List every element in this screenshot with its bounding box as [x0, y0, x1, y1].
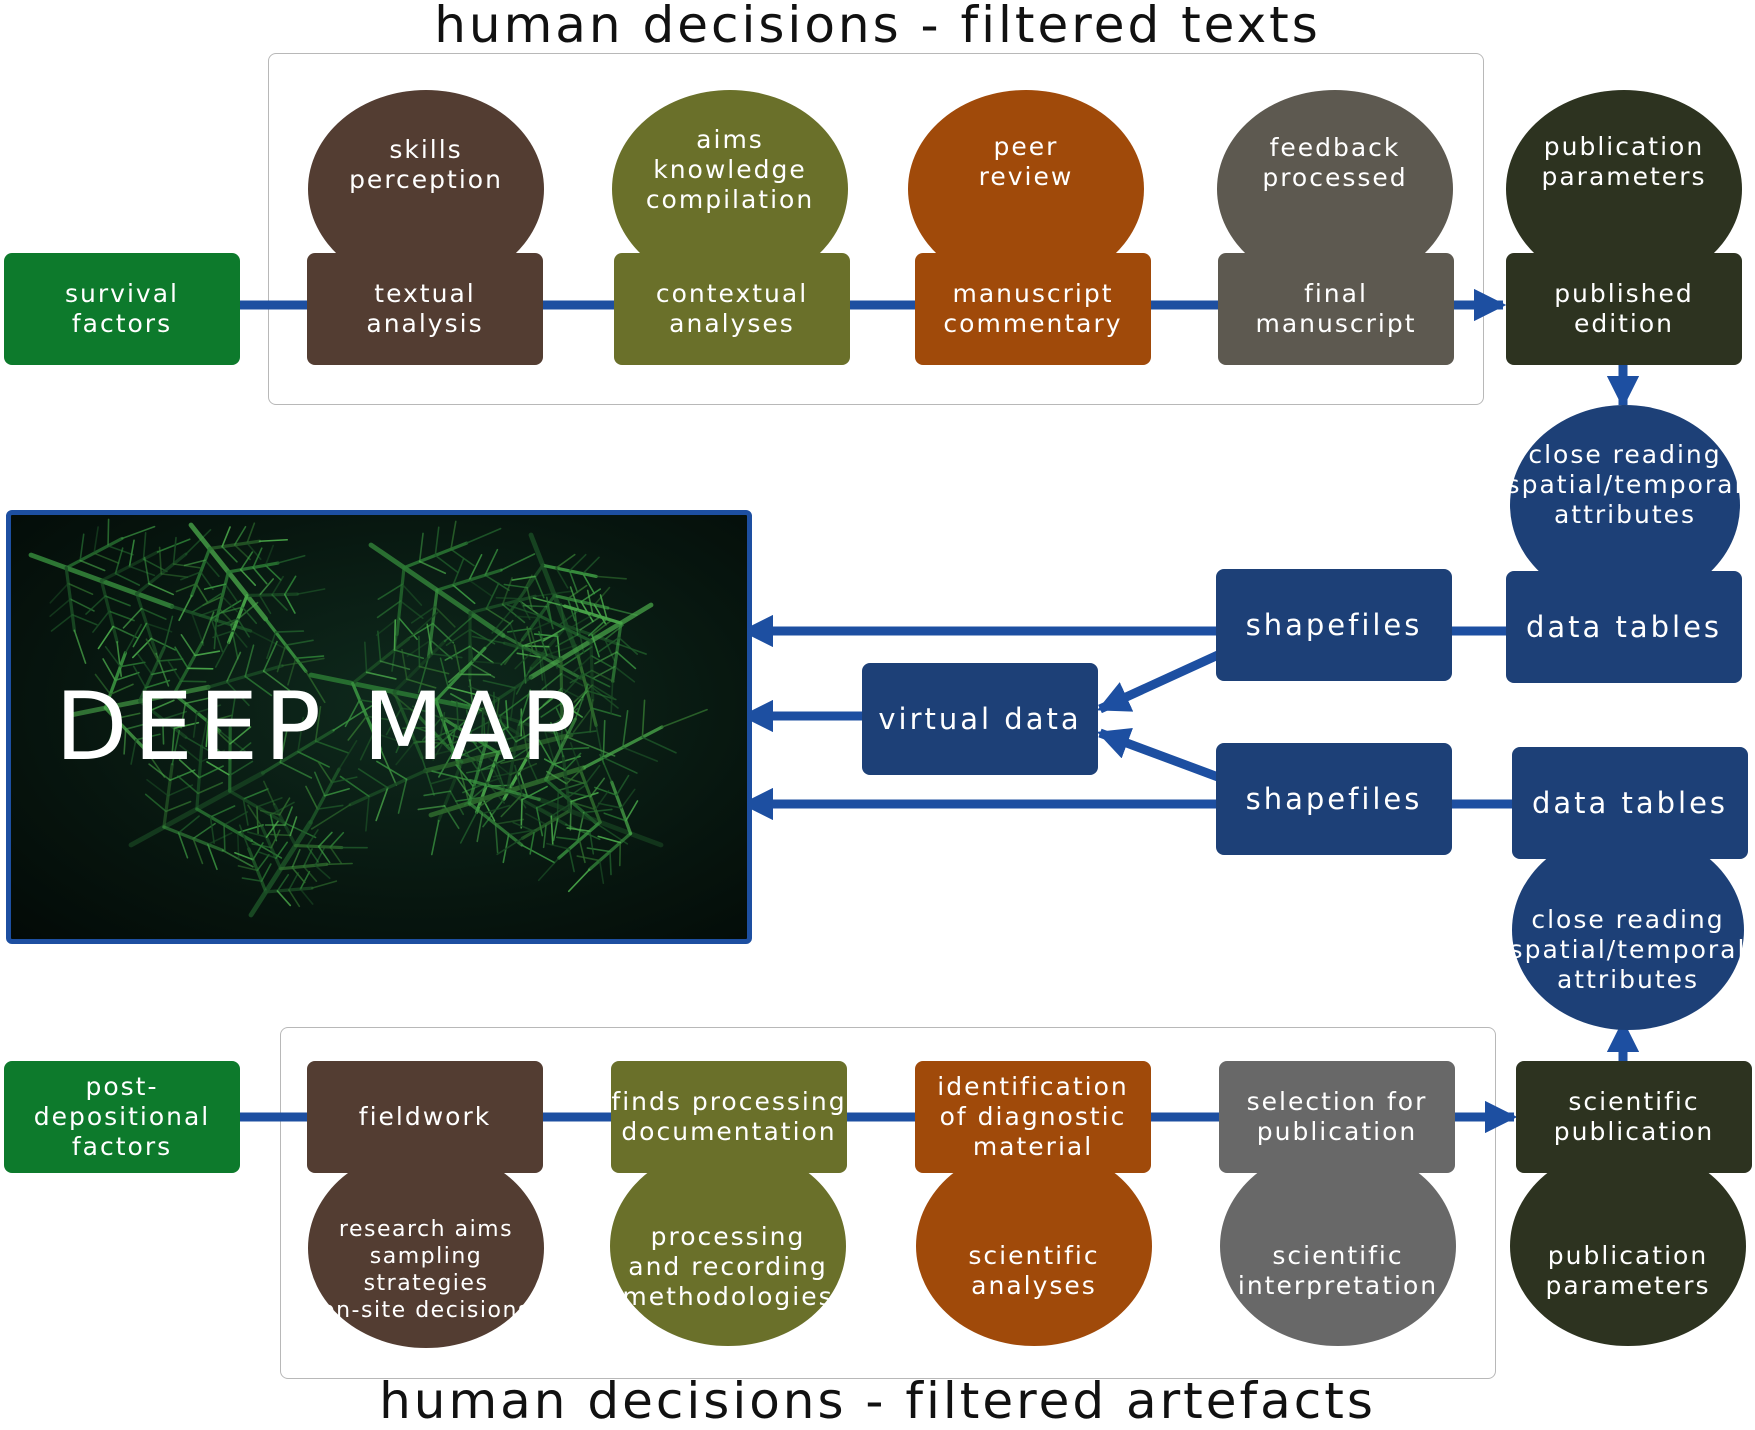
- publication-parameters-bottom-label: publication parameters: [1545, 1241, 1711, 1300]
- top-title: human decisions - filtered texts: [434, 0, 1321, 54]
- contextual-analyses-label: contextual analyses: [655, 279, 809, 338]
- data-tables-bottom-box: data tables: [1512, 747, 1748, 859]
- processing-methodologies-label: processing and recording methodologies: [622, 1222, 834, 1311]
- contextual-analyses-box: contextual analyses: [614, 253, 850, 365]
- filtered-texts-frame: [268, 53, 1484, 405]
- deep-map-panel: DEEP MAP: [6, 510, 752, 944]
- close-reading-bottom-label: close reading spatial/temporal attribute…: [1509, 905, 1747, 994]
- data-tables-bottom-label: data tables: [1531, 786, 1729, 820]
- scientific-publication-label: scientific publication: [1553, 1087, 1715, 1146]
- close-reading-top-label: close reading spatial/temporal attribute…: [1506, 440, 1744, 529]
- textual-analysis-box: textual analysis: [307, 253, 543, 365]
- shapefiles-top-to-virtual-arrow: [1097, 650, 1220, 714]
- survival-factors-label: survival factors: [65, 279, 179, 338]
- shapefiles-top-box: shapefiles: [1216, 569, 1452, 681]
- skills-perception-label: skills perception: [349, 135, 503, 194]
- shapefiles-bottom-label: shapefiles: [1245, 782, 1423, 816]
- post-depositional-factors-box: post-depositional factors: [4, 1061, 240, 1173]
- textual-analysis-label: textual analysis: [366, 279, 484, 338]
- publication-parameters-bottom-oval: publication parameters: [1510, 1146, 1746, 1346]
- research-aims-oval: research aims sampling strategies on-sit…: [308, 1148, 544, 1348]
- manuscript-commentary-box: manuscript commentary: [915, 253, 1151, 365]
- fieldwork-box: fieldwork: [307, 1061, 543, 1173]
- selection-for-publication-label: selection for publication: [1246, 1087, 1428, 1146]
- identification-label: identification of diagnostic material: [937, 1072, 1129, 1161]
- fieldwork-label: fieldwork: [358, 1102, 492, 1131]
- publication-parameters-top-label: publication parameters: [1541, 132, 1707, 191]
- published-edition-box: published edition: [1506, 253, 1742, 365]
- shapefiles-top-label: shapefiles: [1245, 608, 1423, 642]
- scientific-interpretation-oval: scientific interpretation: [1220, 1146, 1456, 1346]
- final-manuscript-label: final manuscript: [1255, 279, 1417, 338]
- aims-knowledge-label: aims knowledge compilation: [645, 125, 815, 214]
- selection-for-publication-box: selection for publication: [1219, 1061, 1455, 1173]
- manuscript-commentary-label: manuscript commentary: [943, 279, 1123, 338]
- survival-factors-box: survival factors: [4, 253, 240, 365]
- deep-map-title: DEEP MAP: [55, 672, 583, 782]
- data-tables-top-label: data tables: [1525, 610, 1723, 644]
- research-aims-label: research aims sampling strategies on-sit…: [321, 1217, 531, 1323]
- final-manuscript-box: final manuscript: [1218, 253, 1454, 365]
- scientific-analyses-oval: scientific analyses: [916, 1146, 1152, 1346]
- post-depositional-factors-label: post-depositional factors: [33, 1072, 211, 1161]
- peer-review-label: peer review: [978, 132, 1074, 191]
- feedback-processed-label: feedback processed: [1262, 133, 1408, 192]
- shapefiles-bottom-box: shapefiles: [1216, 743, 1452, 855]
- foliage-background: [28, 518, 708, 918]
- close-reading-bottom-oval: close reading spatial/temporal attribute…: [1509, 830, 1747, 1030]
- filtered-artefacts-frame: [280, 1027, 1496, 1379]
- scientific-analyses-label: scientific analyses: [968, 1241, 1100, 1300]
- data-tables-top-box: data tables: [1506, 571, 1742, 683]
- finds-processing-box: finds processing documentation: [611, 1061, 847, 1173]
- scientific-publication-box: scientific publication: [1516, 1061, 1752, 1173]
- scientific-interpretation-label: scientific interpretation: [1237, 1241, 1439, 1300]
- identification-box: identification of diagnostic material: [915, 1061, 1151, 1173]
- shapefiles-bottom-to-virtual-arrow: [1096, 728, 1220, 782]
- virtual-data-box: virtual data: [862, 663, 1098, 775]
- processing-methodologies-oval: processing and recording methodologies: [610, 1146, 846, 1346]
- virtual-data-label: virtual data: [878, 702, 1082, 736]
- finds-processing-label: finds processing documentation: [611, 1087, 847, 1146]
- bottom-title: human decisions - filtered artefacts: [379, 1372, 1376, 1430]
- published-edition-label: published edition: [1554, 279, 1694, 338]
